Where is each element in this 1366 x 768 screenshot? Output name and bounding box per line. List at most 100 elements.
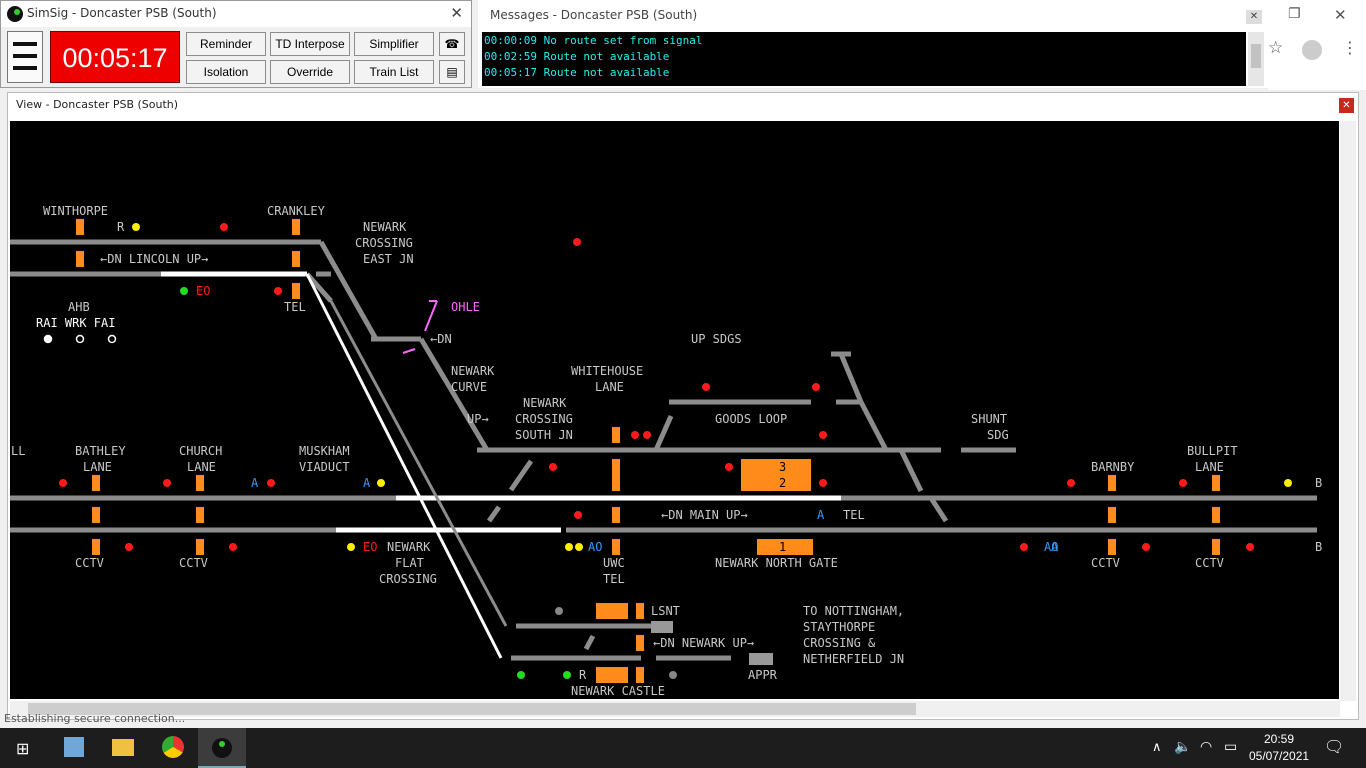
panel-label: CCTV [1195,556,1224,570]
berth [636,667,644,683]
panel-label: ←DN NEWARK UP→ [653,636,754,650]
panel-label: SOUTH JN [515,428,573,442]
berth [292,219,300,235]
track-section [898,448,924,493]
berth [612,427,620,443]
printer-icon[interactable]: ▤ [439,60,465,84]
telephone-icon[interactable]: ☎ [439,32,465,56]
message-line: 00:00:09 No route set from signal [484,34,703,47]
panel-label: UP→ [467,412,489,426]
wifi-icon[interactable]: ◠ [1200,738,1213,754]
berth [612,459,620,491]
messages-scrollbar[interactable] [1248,32,1264,86]
chevron-up-icon[interactable]: ∧ [1152,739,1162,754]
view-horizontal-scrollbar[interactable] [10,701,1340,717]
close-icon[interactable]: ✕ [450,4,463,22]
status-text: Establishing secure connection... [4,712,186,725]
panel-label: A [363,476,371,490]
speaker-icon[interactable]: 🔈 [1174,738,1192,754]
platform-block [749,653,773,665]
view-close-icon[interactable]: ✕ [1339,98,1354,113]
hscroll-thumb[interactable] [28,703,916,715]
panel-label: GOODS LOOP [715,412,787,426]
sim-clock[interactable]: 00:05:17 [50,31,180,83]
bookmark-star-icon[interactable]: ☆ [1268,38,1284,58]
taskbar: ⊞ ∧ 🔈 ◠ ▭ 20:59 05/07/2021 🗨 [0,728,1366,768]
message-list[interactable]: 00:00:09 No route set from signal 00:02:… [482,32,1246,86]
keyboard-icon[interactable]: ▭ [1224,738,1238,754]
file-explorer-icon[interactable] [112,739,134,756]
browser-close-icon[interactable]: ✕ [1334,6,1347,24]
berth [612,539,620,555]
crossing-indicator [75,334,85,344]
track-section [858,400,889,452]
signal-head [575,543,583,551]
panel-label: CROSSING [379,572,437,586]
panel-label: NEWARK [451,364,495,378]
track-section [508,459,534,492]
signal-head [819,479,827,487]
override-button[interactable]: Override [270,60,350,84]
clock-date[interactable]: 05/07/2021 [1249,749,1310,763]
panel-label: R [117,220,125,234]
message-line: 00:02:59 Route not available [484,50,670,63]
clock-time[interactable]: 20:59 [1264,732,1295,746]
signal-head [669,671,677,679]
track-section [838,353,864,403]
windows-start-icon[interactable]: ⊞ [16,741,30,758]
browser-menu-icon[interactable]: ⋮ [1342,38,1358,57]
signal-head [1246,543,1254,551]
simsig-app-icon [212,738,232,758]
reminder-button[interactable]: Reminder [186,32,266,56]
panel-label: VIADUCT [299,460,350,474]
panel-label: RAI WRK FAI [36,316,115,330]
berth [596,603,628,619]
track-section [928,496,949,523]
track-section [424,300,438,332]
profile-icon[interactable] [1302,40,1322,60]
signal-head [565,543,573,551]
simsig-taskbar-button[interactable] [198,728,246,768]
menu-button[interactable] [7,31,43,83]
simplifier-button[interactable]: Simplifier [354,32,434,56]
track-section [486,505,502,523]
panel-label: UP SDGS [691,332,742,346]
scroll-thumb[interactable] [1251,44,1261,68]
train-list-button[interactable]: Train List [354,60,434,84]
panel-label: AO [588,540,602,554]
notifications-icon[interactable]: 🗨 [1324,739,1345,756]
berth [636,603,644,619]
photos-icon[interactable] [64,737,84,757]
track-section [305,273,503,659]
panel-label: 2 [779,476,786,490]
panel-label: STAYTHORPE [803,620,875,634]
restore-icon[interactable]: ❐ [1288,6,1301,22]
panel-label: ←DN [430,332,452,346]
signal-head [125,543,133,551]
berth [76,219,84,235]
panel-label: A [817,508,825,522]
signal-head [555,607,563,615]
signal-head [59,479,67,487]
berth [1108,539,1116,555]
berth [292,283,300,299]
track-section [418,337,490,452]
messages-close-icon[interactable]: ✕ [1246,10,1262,24]
signal-head [517,671,525,679]
messages-title: Messages - Doncaster PSB (South) [490,8,698,22]
td-interpose-button[interactable]: TD Interpose [270,32,350,56]
berth [612,507,620,523]
panel-label: CROSSING & [803,636,876,650]
panel-label: EAST JN [363,252,414,266]
panel-label: BATHLEY [75,444,126,458]
berth [1212,507,1220,523]
isolation-button[interactable]: Isolation [186,60,266,84]
signal-head [1020,543,1028,551]
view-vertical-scrollbar[interactable] [1340,121,1356,701]
control-titlebar[interactable]: SimSig - Doncaster PSB (South) ✕ [1,1,471,27]
chrome-icon[interactable] [162,736,184,758]
panel-label: MUSKHAM [299,444,350,458]
berth [636,635,644,651]
